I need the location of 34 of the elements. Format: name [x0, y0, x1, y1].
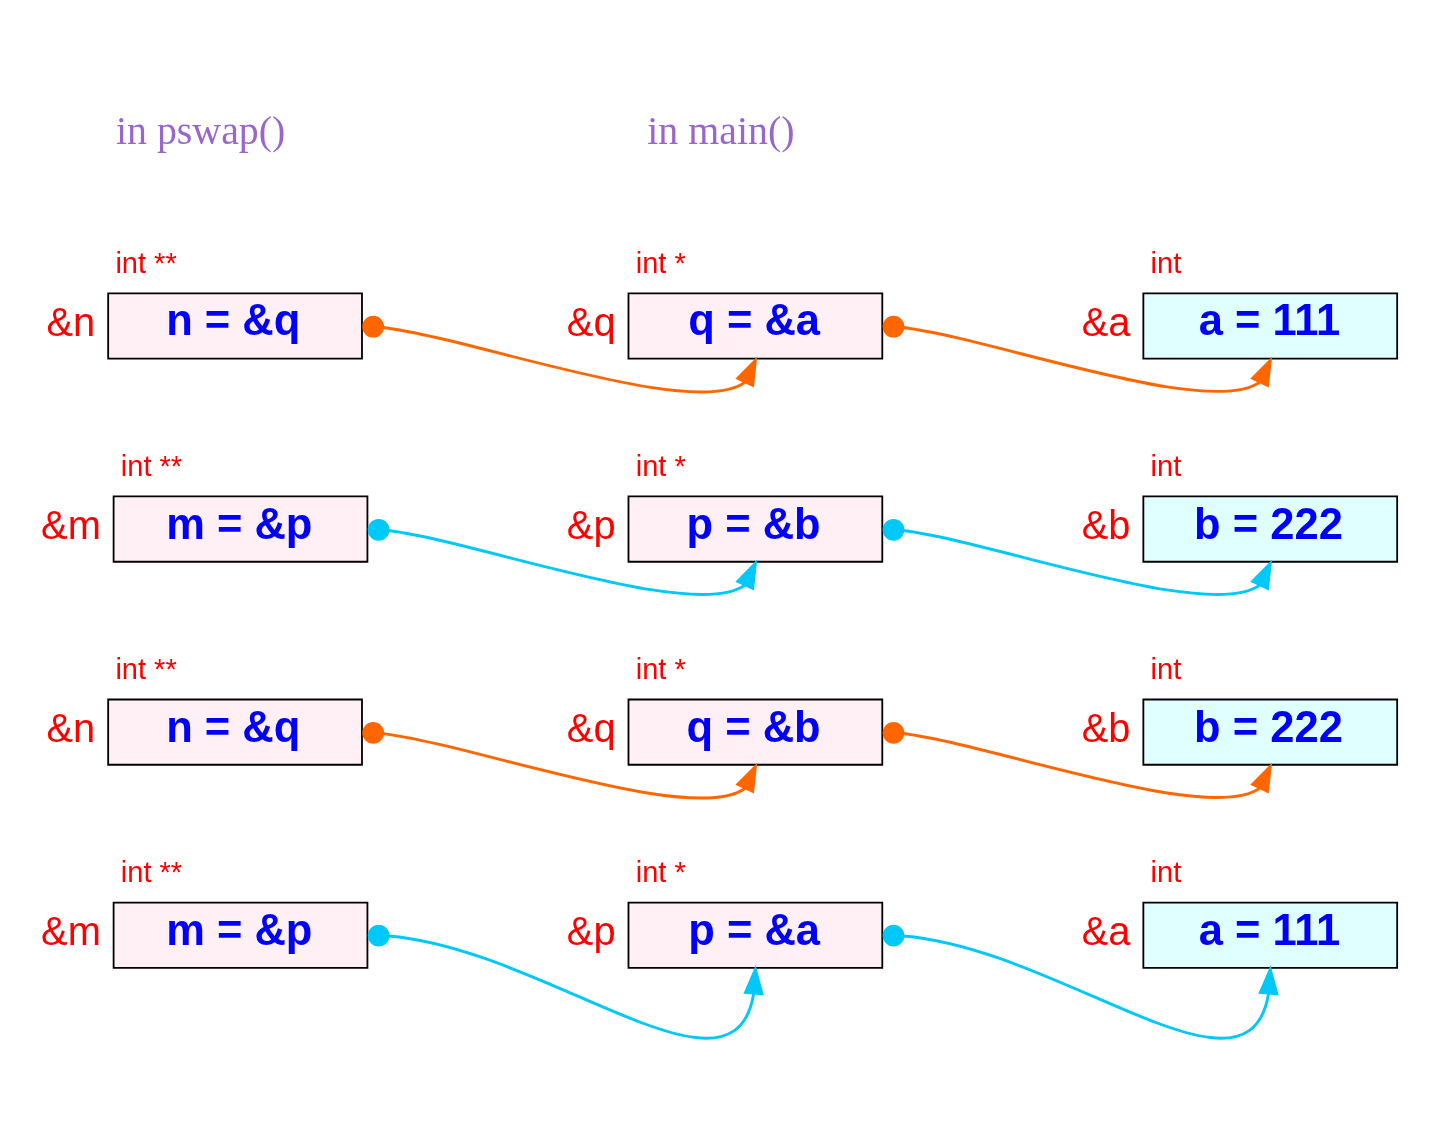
node-label: int *: [635, 653, 686, 686]
label: in pswap(): [115, 108, 286, 154]
node-label: int: [1150, 856, 1182, 889]
node-label: &p: [566, 503, 616, 548]
node-label: int: [1150, 247, 1182, 280]
node-label: &a: [1081, 300, 1131, 345]
node-label: &n: [46, 300, 96, 345]
arrow: [362, 721, 758, 800]
node-label: int *: [635, 247, 686, 280]
node-label: &p: [566, 909, 616, 954]
arrow: [362, 315, 758, 394]
node-label: &b: [1081, 706, 1131, 751]
arrow: [367, 518, 758, 596]
arrow: [882, 518, 1273, 596]
node-label: &m: [41, 503, 101, 548]
node-label: int: [1150, 450, 1182, 483]
node-label: int *: [635, 856, 686, 889]
node-label: &n: [46, 706, 96, 751]
node-label: &q: [566, 706, 616, 751]
node-label: int **: [120, 856, 183, 889]
node-label: int *: [635, 450, 686, 483]
node-label: &a: [1081, 909, 1131, 954]
node-label: int: [1150, 653, 1182, 686]
arrow: [882, 721, 1273, 799]
node-label: &b: [1081, 503, 1131, 548]
node-label: int **: [120, 450, 183, 483]
arrow: [882, 315, 1273, 393]
node-label: int **: [115, 653, 177, 686]
label: in main(): [647, 108, 795, 154]
arrow: [882, 924, 1279, 1040]
node-label: int **: [115, 247, 177, 280]
node-label: &m: [41, 909, 101, 954]
arrow: [367, 924, 764, 1040]
node-label: &q: [566, 300, 616, 345]
